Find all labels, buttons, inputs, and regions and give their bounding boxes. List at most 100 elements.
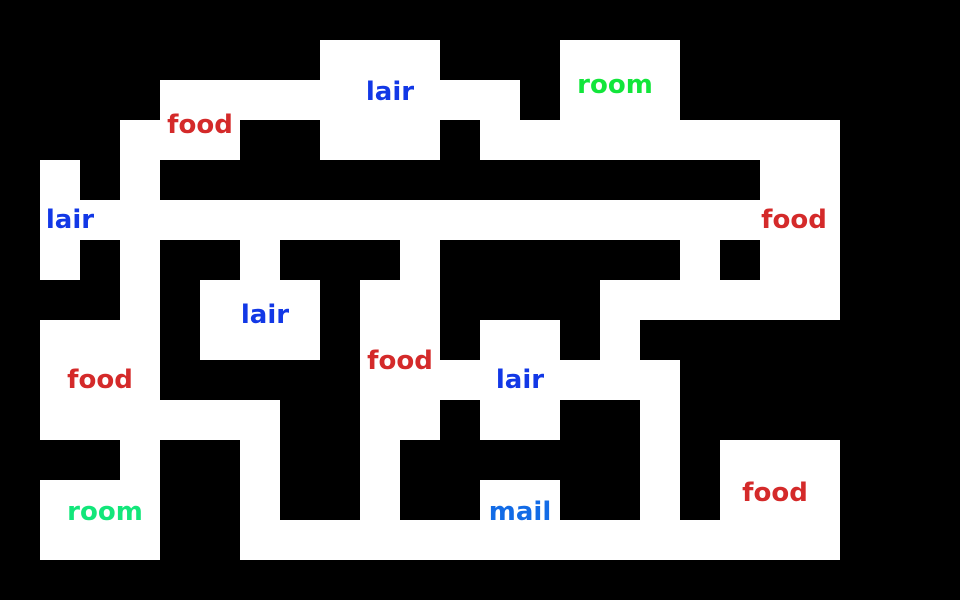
floor-tile: [600, 320, 640, 360]
floor-tile: [640, 400, 680, 440]
lair-label: lair: [495, 365, 545, 395]
floor-tile: [560, 200, 600, 240]
floor-tile: [640, 200, 680, 240]
floor-tile: [640, 440, 680, 480]
floor-tile: [720, 280, 760, 320]
floor-tile: [720, 480, 760, 520]
floor-tile: [240, 440, 280, 480]
floor-tile: [400, 520, 440, 560]
floor-tile: [40, 520, 80, 560]
room-label: room: [67, 497, 143, 527]
floor-tile: [360, 280, 400, 320]
floor-tile: [40, 400, 80, 440]
floor-tile: [760, 280, 800, 320]
floor-tile: [800, 160, 840, 200]
floor-tile: [80, 480, 120, 520]
floor-tile: [800, 120, 840, 160]
floor-tile: [320, 520, 360, 560]
floor-tile: [600, 80, 640, 120]
floor-tile: [120, 120, 160, 160]
floor-tile: [720, 440, 760, 480]
floor-tile: [120, 520, 160, 560]
floor-tile: [280, 520, 320, 560]
floor-tile: [360, 400, 400, 440]
floor-tile: [360, 80, 400, 120]
floor-tile: [520, 360, 560, 400]
floor-tile: [320, 200, 360, 240]
floor-tile: [80, 200, 120, 240]
floor-tile: [800, 200, 840, 240]
floor-tile: [480, 400, 520, 440]
floor-tile: [320, 80, 360, 120]
floor-tile: [200, 80, 240, 120]
floor-tile: [240, 280, 280, 320]
floor-tile: [360, 40, 400, 80]
floor-tile: [400, 240, 440, 280]
floor-tile: [40, 360, 80, 400]
floor-tile: [120, 320, 160, 360]
floor-tile: [360, 360, 400, 400]
floor-tile: [800, 520, 840, 560]
floor-tile: [480, 360, 520, 400]
floor-tile: [680, 120, 720, 160]
floor-tile: [640, 480, 680, 520]
floor-tile: [40, 200, 80, 240]
floor-tile: [760, 200, 800, 240]
floor-tile: [240, 80, 280, 120]
floor-tile: [760, 120, 800, 160]
lair-label: lair: [365, 77, 415, 107]
floor-tile: [120, 400, 160, 440]
floor-tile: [400, 400, 440, 440]
floor-tile: [120, 280, 160, 320]
floor-tile: [800, 240, 840, 280]
floor-tile: [760, 440, 800, 480]
floor-tile: [600, 520, 640, 560]
floor-tile: [200, 120, 240, 160]
floor-tile: [640, 120, 680, 160]
floor-tile: [800, 440, 840, 480]
floor-tile: [720, 120, 760, 160]
floor-tile: [760, 160, 800, 200]
floor-tile: [160, 200, 200, 240]
floor-tile: [440, 360, 480, 400]
floor-tile: [680, 200, 720, 240]
floor-tile: [280, 280, 320, 320]
floor-tile: [680, 280, 720, 320]
floor-tile: [120, 440, 160, 480]
floor-tile: [120, 200, 160, 240]
floor-tile: [760, 240, 800, 280]
floor-tile: [240, 240, 280, 280]
floor-tile: [360, 440, 400, 480]
floor-tile: [80, 360, 120, 400]
floor-tile: [640, 360, 680, 400]
floor-tile: [400, 360, 440, 400]
lair-label: lair: [45, 205, 95, 235]
floor-tile: [360, 200, 400, 240]
floor-tile: [280, 80, 320, 120]
floor-tile: [120, 240, 160, 280]
floor-tile: [800, 480, 840, 520]
floor-tile: [320, 120, 360, 160]
floor-tile: [400, 280, 440, 320]
floor-tile: [200, 320, 240, 360]
floor-tile: [640, 80, 680, 120]
floor-tile: [80, 400, 120, 440]
floor-tile: [160, 120, 200, 160]
floor-tile: [520, 320, 560, 360]
floor-tile: [520, 400, 560, 440]
floor-tile: [480, 520, 520, 560]
floor-tile: [40, 160, 80, 200]
floor-tile: [160, 80, 200, 120]
floor-tile: [720, 520, 760, 560]
floor-tile: [320, 40, 360, 80]
floor-tile: [120, 480, 160, 520]
floor-tile: [600, 200, 640, 240]
floor-tile: [160, 400, 200, 440]
floor-tile: [480, 200, 520, 240]
floor-tile: [520, 520, 560, 560]
floor-tile: [520, 200, 560, 240]
floor-tile: [600, 360, 640, 400]
floor-tile: [480, 80, 520, 120]
floor-tile: [560, 120, 600, 160]
